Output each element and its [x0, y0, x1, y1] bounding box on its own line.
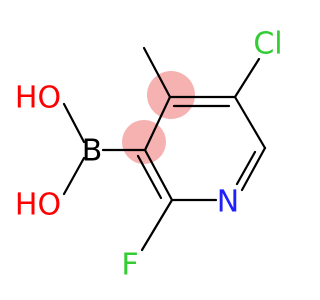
bond-c2-c3 [143, 148, 174, 202]
nitrogen-label: N [217, 185, 239, 220]
bond-b-o-top [62, 102, 86, 144]
bond-c5-cl [233, 57, 261, 99]
bond-c5-c6 [233, 95, 267, 150]
bond-b-o-bottom [62, 156, 86, 196]
bond-c4-methyl [142, 46, 172, 99]
boron-label: B [82, 134, 103, 169]
aromatic-highlight-bottom [122, 120, 166, 164]
molecule-diagram: Cl N F B HO HO [14, 26, 283, 283]
chlorine-label: Cl [253, 27, 282, 62]
fluorine-label: F [121, 248, 138, 283]
bond-c3-c4 [143, 95, 172, 152]
bond-c2-c3-inner [136, 154, 163, 200]
structure-svg: Cl N F B HO HO [15, 27, 283, 283]
hydroxyl-top-label: HO [15, 81, 61, 116]
bond-c6-n-inner [235, 150, 257, 186]
bond-c6-n [240, 146, 267, 192]
aromatic-highlight-top [147, 71, 195, 119]
bond-c2-f [140, 198, 174, 252]
hydroxyl-bottom-label: HO [15, 188, 61, 223]
